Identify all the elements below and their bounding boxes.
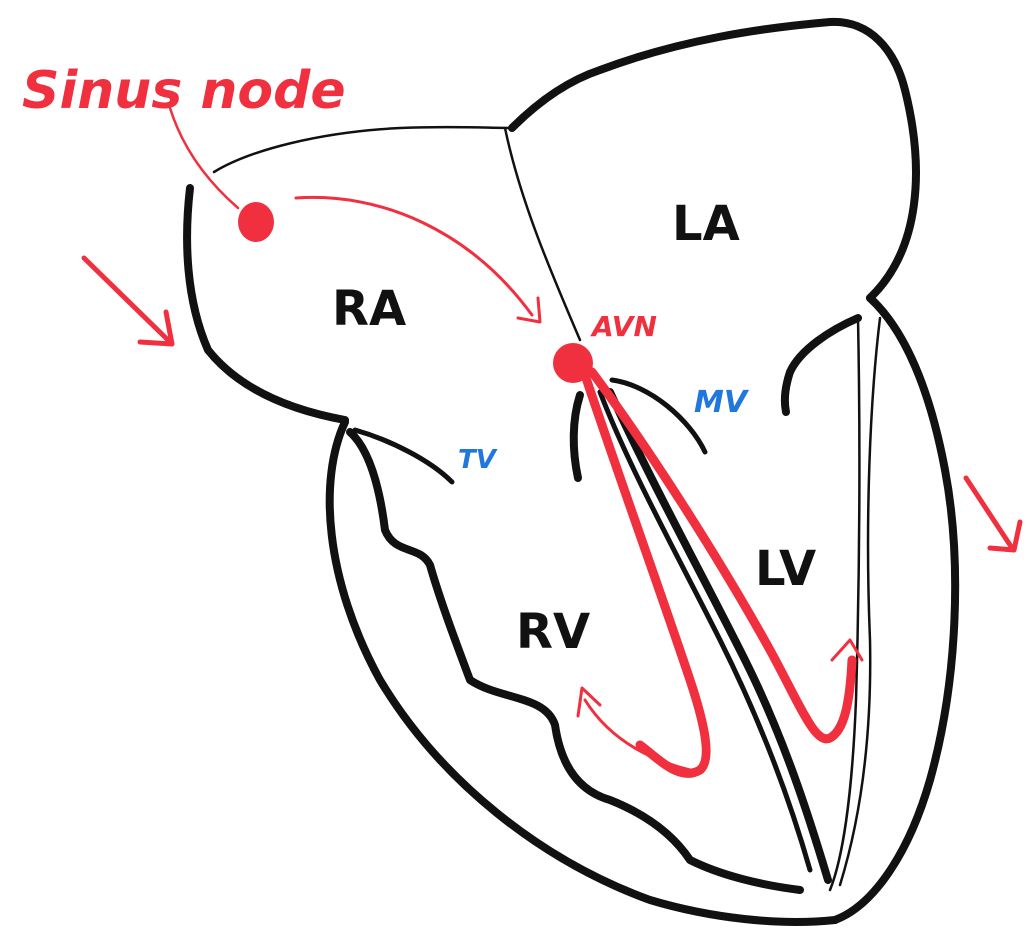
outflow-arrow [966,478,1012,548]
av-node-label: AVN [590,310,657,343]
sinus-node-label: Sinus node [22,61,346,121]
right-ventricle-wall [330,422,835,922]
left-ventricle-label: LV [755,541,816,597]
rv-purkinje-arrowhead [578,688,600,716]
rv-purkinje-arrow [585,700,690,770]
right-ventricle-label: RV [516,604,590,660]
left-ventricle-inner-wall-2 [830,318,859,890]
venous-inflow-arrow [84,258,170,342]
tricuspid-valve-label: TV [458,445,498,475]
left-atrium-label: LA [672,196,740,252]
sinus-node-leader-line [170,108,238,208]
left-ventricle-wall [835,298,955,920]
left-atrium-wall [512,22,916,298]
sinus-node-dot [238,202,274,242]
atrial-septum [505,128,580,340]
right-atrium-roof [214,127,510,172]
septal-leaflet [574,395,580,478]
right-atrium-label: RA [332,281,406,337]
mitral-valve-label: MV [694,385,750,420]
mitral-valve-posterior-leaflet [785,318,858,412]
heart-outline [187,22,955,922]
conduction-system [84,108,1020,773]
septum-right-edge [600,392,810,870]
